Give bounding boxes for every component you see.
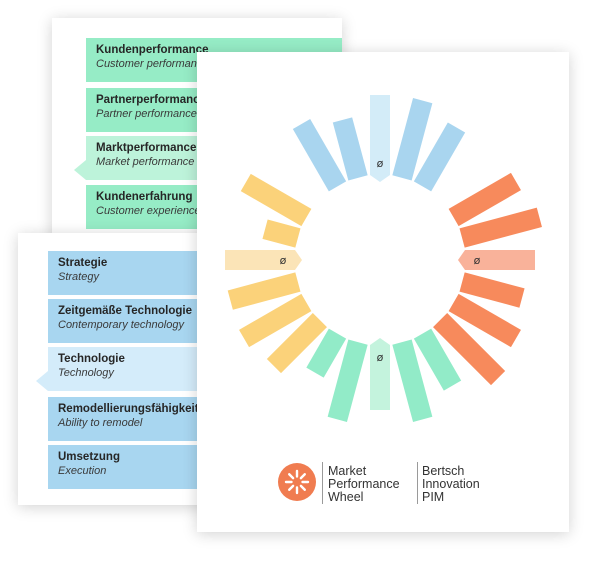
average-marker	[370, 175, 390, 182]
wheel-spoke	[239, 293, 312, 348]
product-name: Market Performance Wheel	[328, 465, 400, 504]
performance-wheel: ø ø ø ø	[225, 95, 542, 422]
company-name-line: Innovation	[422, 477, 480, 491]
category-title: Partnerperformance	[96, 94, 206, 106]
company-name-line: Bertsch	[422, 464, 465, 478]
category-subtitle: Execution	[58, 465, 107, 477]
average-pointer	[370, 338, 390, 345]
product-name-line: Wheel	[328, 490, 364, 504]
wheel-spoke	[392, 98, 433, 181]
category-title: Remodellierungsfähigkeit	[58, 403, 199, 415]
wheel-logo-icon	[278, 463, 316, 501]
wheel-spoke	[240, 173, 312, 227]
average-spoke	[465, 250, 535, 270]
average-pointer	[458, 250, 465, 270]
category-subtitle: Technology	[58, 367, 114, 379]
category-subtitle: Partner performance	[96, 108, 197, 120]
average-marker	[458, 250, 465, 270]
category-subtitle: Customer performance	[96, 58, 209, 70]
category-title: Zeitgemäße Technologie	[58, 305, 192, 317]
wheel-spoke	[433, 313, 506, 386]
wheel-spoke	[413, 122, 466, 192]
category-pointer	[36, 371, 48, 391]
category-subtitle: Strategy	[58, 271, 99, 283]
average-symbol: ø	[377, 351, 384, 364]
wheel-spoke	[266, 313, 327, 374]
average-pointer	[370, 175, 390, 182]
average-marker	[295, 250, 302, 270]
wheel-spoke	[306, 328, 347, 378]
company-name-line: PIM	[422, 490, 445, 504]
category-subtitle: Market performance	[96, 156, 195, 168]
category-title: Umsetzung	[58, 451, 120, 463]
product-name-line: Performance	[328, 477, 400, 491]
product-name-line: Market	[328, 464, 367, 478]
average-symbol: ø	[280, 254, 287, 267]
category-title: Kundenperformance	[96, 44, 209, 56]
wheel-spoke	[448, 172, 521, 227]
average-spoke	[225, 250, 295, 270]
wheel-spoke	[332, 117, 368, 181]
average-symbol: ø	[377, 157, 384, 170]
wheel-spoke	[413, 328, 462, 391]
average-spoke	[370, 95, 390, 175]
wheel-spoke	[227, 272, 301, 310]
wheel-spoke	[448, 293, 521, 348]
wheel-spoke	[327, 339, 368, 422]
logo-divider	[322, 462, 323, 504]
category-subtitle: Customer experience	[96, 205, 201, 217]
category-title: Strategie	[58, 257, 108, 269]
wheel-card: ø ø ø ø Market Performance Wheel Bertsch In…	[197, 52, 569, 532]
wheel-spoke	[459, 272, 525, 308]
average-spoke	[370, 345, 390, 410]
category-subtitle: Contemporary technology	[58, 319, 184, 331]
category-pointer	[74, 160, 86, 180]
category-title: Technologie	[58, 353, 125, 365]
wheel-spoke	[459, 207, 542, 248]
category-title: Kundenerfahrung	[96, 191, 193, 203]
logo-divider	[417, 462, 418, 504]
category-subtitle: Ability to remodel	[58, 417, 143, 429]
average-marker	[370, 338, 390, 345]
category-title: Marktperformance	[96, 142, 197, 154]
wheel-spoke	[292, 119, 347, 192]
wheel-spoke	[392, 339, 433, 422]
average-pointer	[295, 250, 302, 270]
company-name: Bertsch Innovation PIM	[422, 465, 480, 504]
average-symbol: ø	[474, 254, 481, 267]
wheel-spoke	[262, 219, 301, 248]
